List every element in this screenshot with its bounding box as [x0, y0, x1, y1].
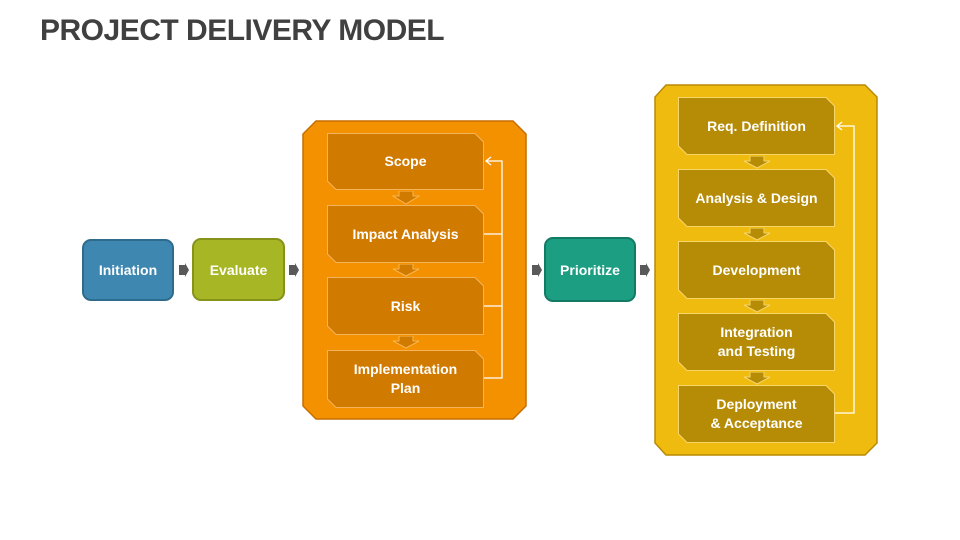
feedback-loop-connector — [835, 121, 855, 414]
step-integration-testing: Integration and Testing — [678, 313, 835, 371]
step-req-definition: Req. Definition — [678, 97, 835, 155]
step-label: Scope — [384, 153, 427, 169]
arrow-right-icon — [532, 263, 542, 277]
evaluate-box: Evaluate — [192, 238, 285, 301]
prioritize-box: Prioritize — [544, 237, 636, 302]
initiation-box: Initiation — [82, 239, 174, 301]
step-risk: Risk — [327, 277, 484, 335]
step-label: Analysis & Design — [695, 189, 818, 206]
arrow-down-icon — [743, 300, 771, 313]
feedback-loop-connector — [484, 156, 503, 379]
step-scope: Scope — [327, 133, 484, 190]
initiation-label: Initiation — [98, 262, 158, 278]
step-deployment-acceptance: Deployment & Acceptance — [678, 385, 835, 443]
arrow-down-icon — [743, 372, 771, 385]
evaluate-label: Evaluate — [209, 261, 268, 278]
arrow-right-icon — [289, 263, 299, 277]
arrow-down-icon — [392, 336, 420, 349]
step-impact-analysis: Impact Analysis — [327, 205, 484, 263]
arrow-down-icon — [392, 264, 420, 277]
step-label: Risk — [390, 297, 421, 314]
step-label-line1: Implementation — [353, 361, 458, 377]
step-label-line1: Integration — [720, 324, 793, 340]
step-label: Req. Definition — [707, 117, 806, 134]
prioritize-label: Prioritize — [560, 261, 620, 278]
step-label-line2: and Testing — [717, 343, 796, 359]
step-label-line2: Plan — [390, 380, 421, 396]
step-label-line2: & Acceptance — [710, 415, 803, 431]
page-title: PROJECT DELIVERY MODEL — [40, 14, 445, 47]
step-label-line1: Deployment — [716, 396, 797, 412]
arrow-down-icon — [391, 191, 421, 205]
arrow-down-icon — [743, 156, 771, 169]
arrow-right-icon — [179, 263, 189, 277]
arrow-down-icon — [743, 228, 771, 241]
step-label: Impact Analysis — [352, 225, 459, 242]
step-analysis-design: Analysis & Design — [678, 169, 835, 227]
arrow-right-icon — [640, 263, 650, 277]
step-label: Development — [712, 261, 801, 278]
step-development: Development — [678, 241, 835, 299]
